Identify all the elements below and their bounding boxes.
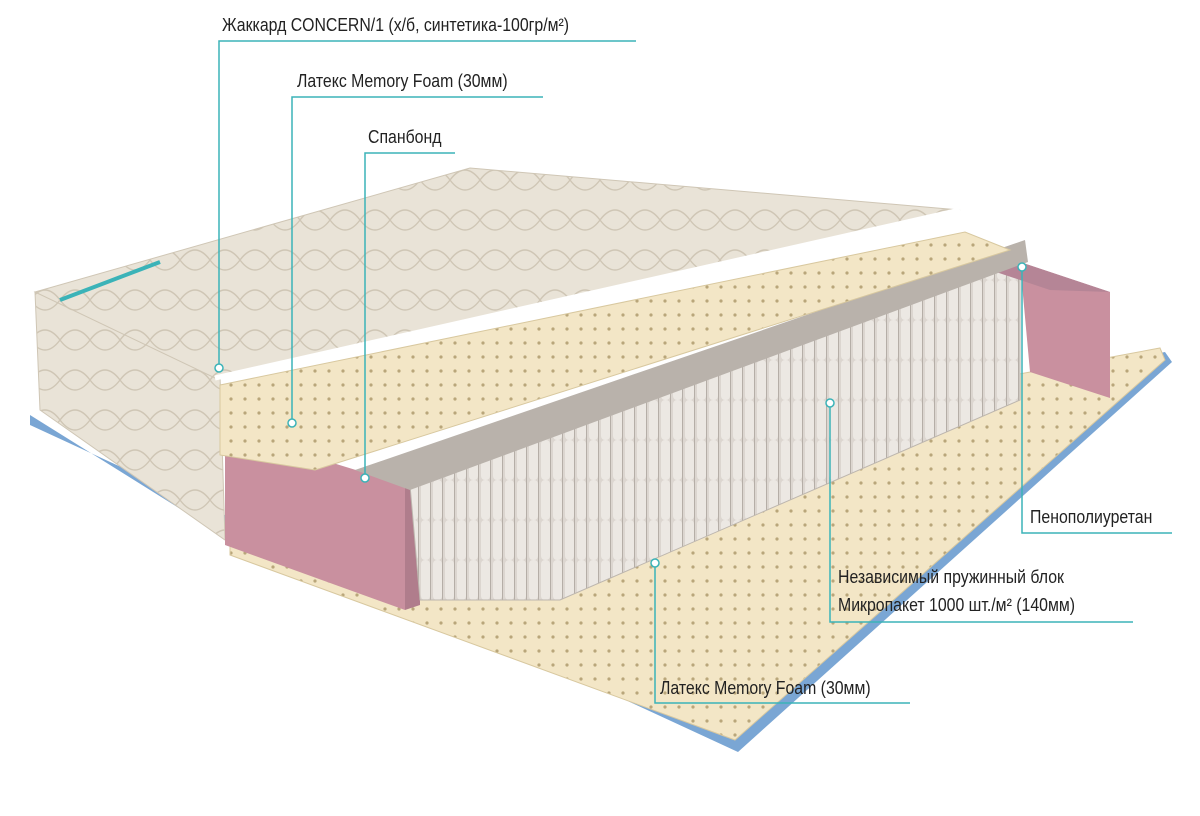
- callout-marker-icon: [214, 363, 224, 373]
- label-spunbond: Спанбонд: [368, 127, 442, 147]
- label-jacquard: Жаккард CONCERN/1 (х/б, синтетика-100гр/…: [222, 15, 570, 35]
- callout-latex-top: [291, 96, 543, 419]
- ribbon: [59, 260, 161, 302]
- callout-marker-icon: [650, 558, 660, 568]
- callout-marker-icon: [360, 473, 370, 483]
- cover-edge: [214, 207, 961, 381]
- label-polyurethane: Пенополиуретан: [1030, 507, 1153, 527]
- callout-marker-icon: [287, 418, 297, 428]
- left-foam-block: [225, 430, 405, 610]
- label-latex-top: Латекс Memory Foam (30мм): [297, 71, 508, 91]
- label-spring-block-line1: Независимый пружинный блок: [838, 567, 1064, 587]
- callout-jacquard: [218, 40, 636, 364]
- spunbond-layer: [355, 240, 1028, 490]
- right-foam-block: [1020, 262, 1110, 398]
- callout-springs: [829, 407, 1133, 623]
- top-latex-layer: [219, 231, 1012, 471]
- callout-latex-bottom: [654, 567, 910, 704]
- label-spring-block-line2: Микропакет 1000 шт./м² (140мм): [838, 595, 1076, 615]
- callout-polyurethane: [1021, 271, 1172, 534]
- callout-spunbond: [364, 152, 455, 474]
- label-latex-bottom: Латекс Memory Foam (30мм): [660, 678, 871, 698]
- callout-lines: [214, 40, 1172, 704]
- callout-marker-icon: [825, 398, 835, 408]
- callout-marker-icon: [1017, 262, 1027, 272]
